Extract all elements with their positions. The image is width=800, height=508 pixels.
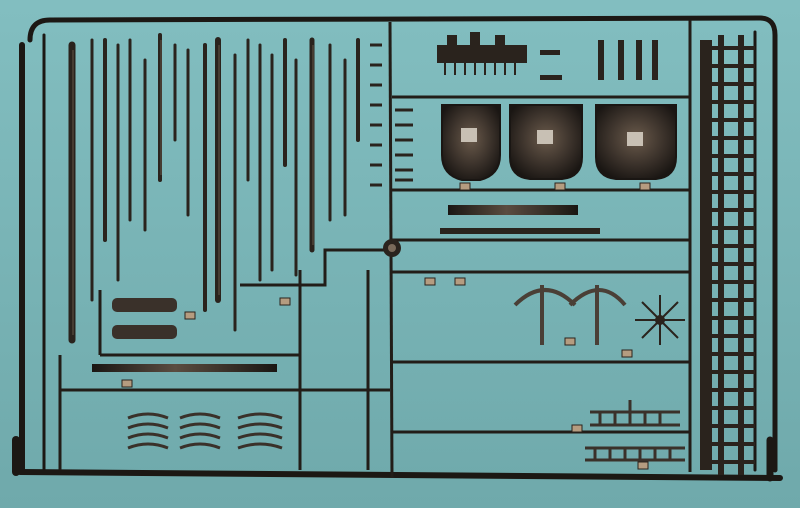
ladder-rungs	[700, 46, 755, 464]
rod-highlights	[72, 40, 314, 335]
comb-part	[437, 32, 527, 75]
railing-parts	[585, 400, 685, 462]
fan-parts	[127, 412, 283, 450]
grille-parts	[112, 298, 177, 339]
hook-parts	[370, 43, 413, 187]
beam-parts	[92, 205, 600, 372]
runner-hub	[383, 239, 401, 257]
panel-parts	[441, 104, 677, 181]
small-top-parts	[540, 40, 658, 80]
ladder-parts	[700, 35, 744, 475]
sprue-runners	[58, 20, 692, 479]
anchor-parts	[513, 285, 627, 345]
sprue-tags	[121, 182, 651, 470]
wheel-part	[635, 295, 685, 345]
sprue-frame	[12, 15, 783, 482]
long-rods	[68, 33, 360, 344]
